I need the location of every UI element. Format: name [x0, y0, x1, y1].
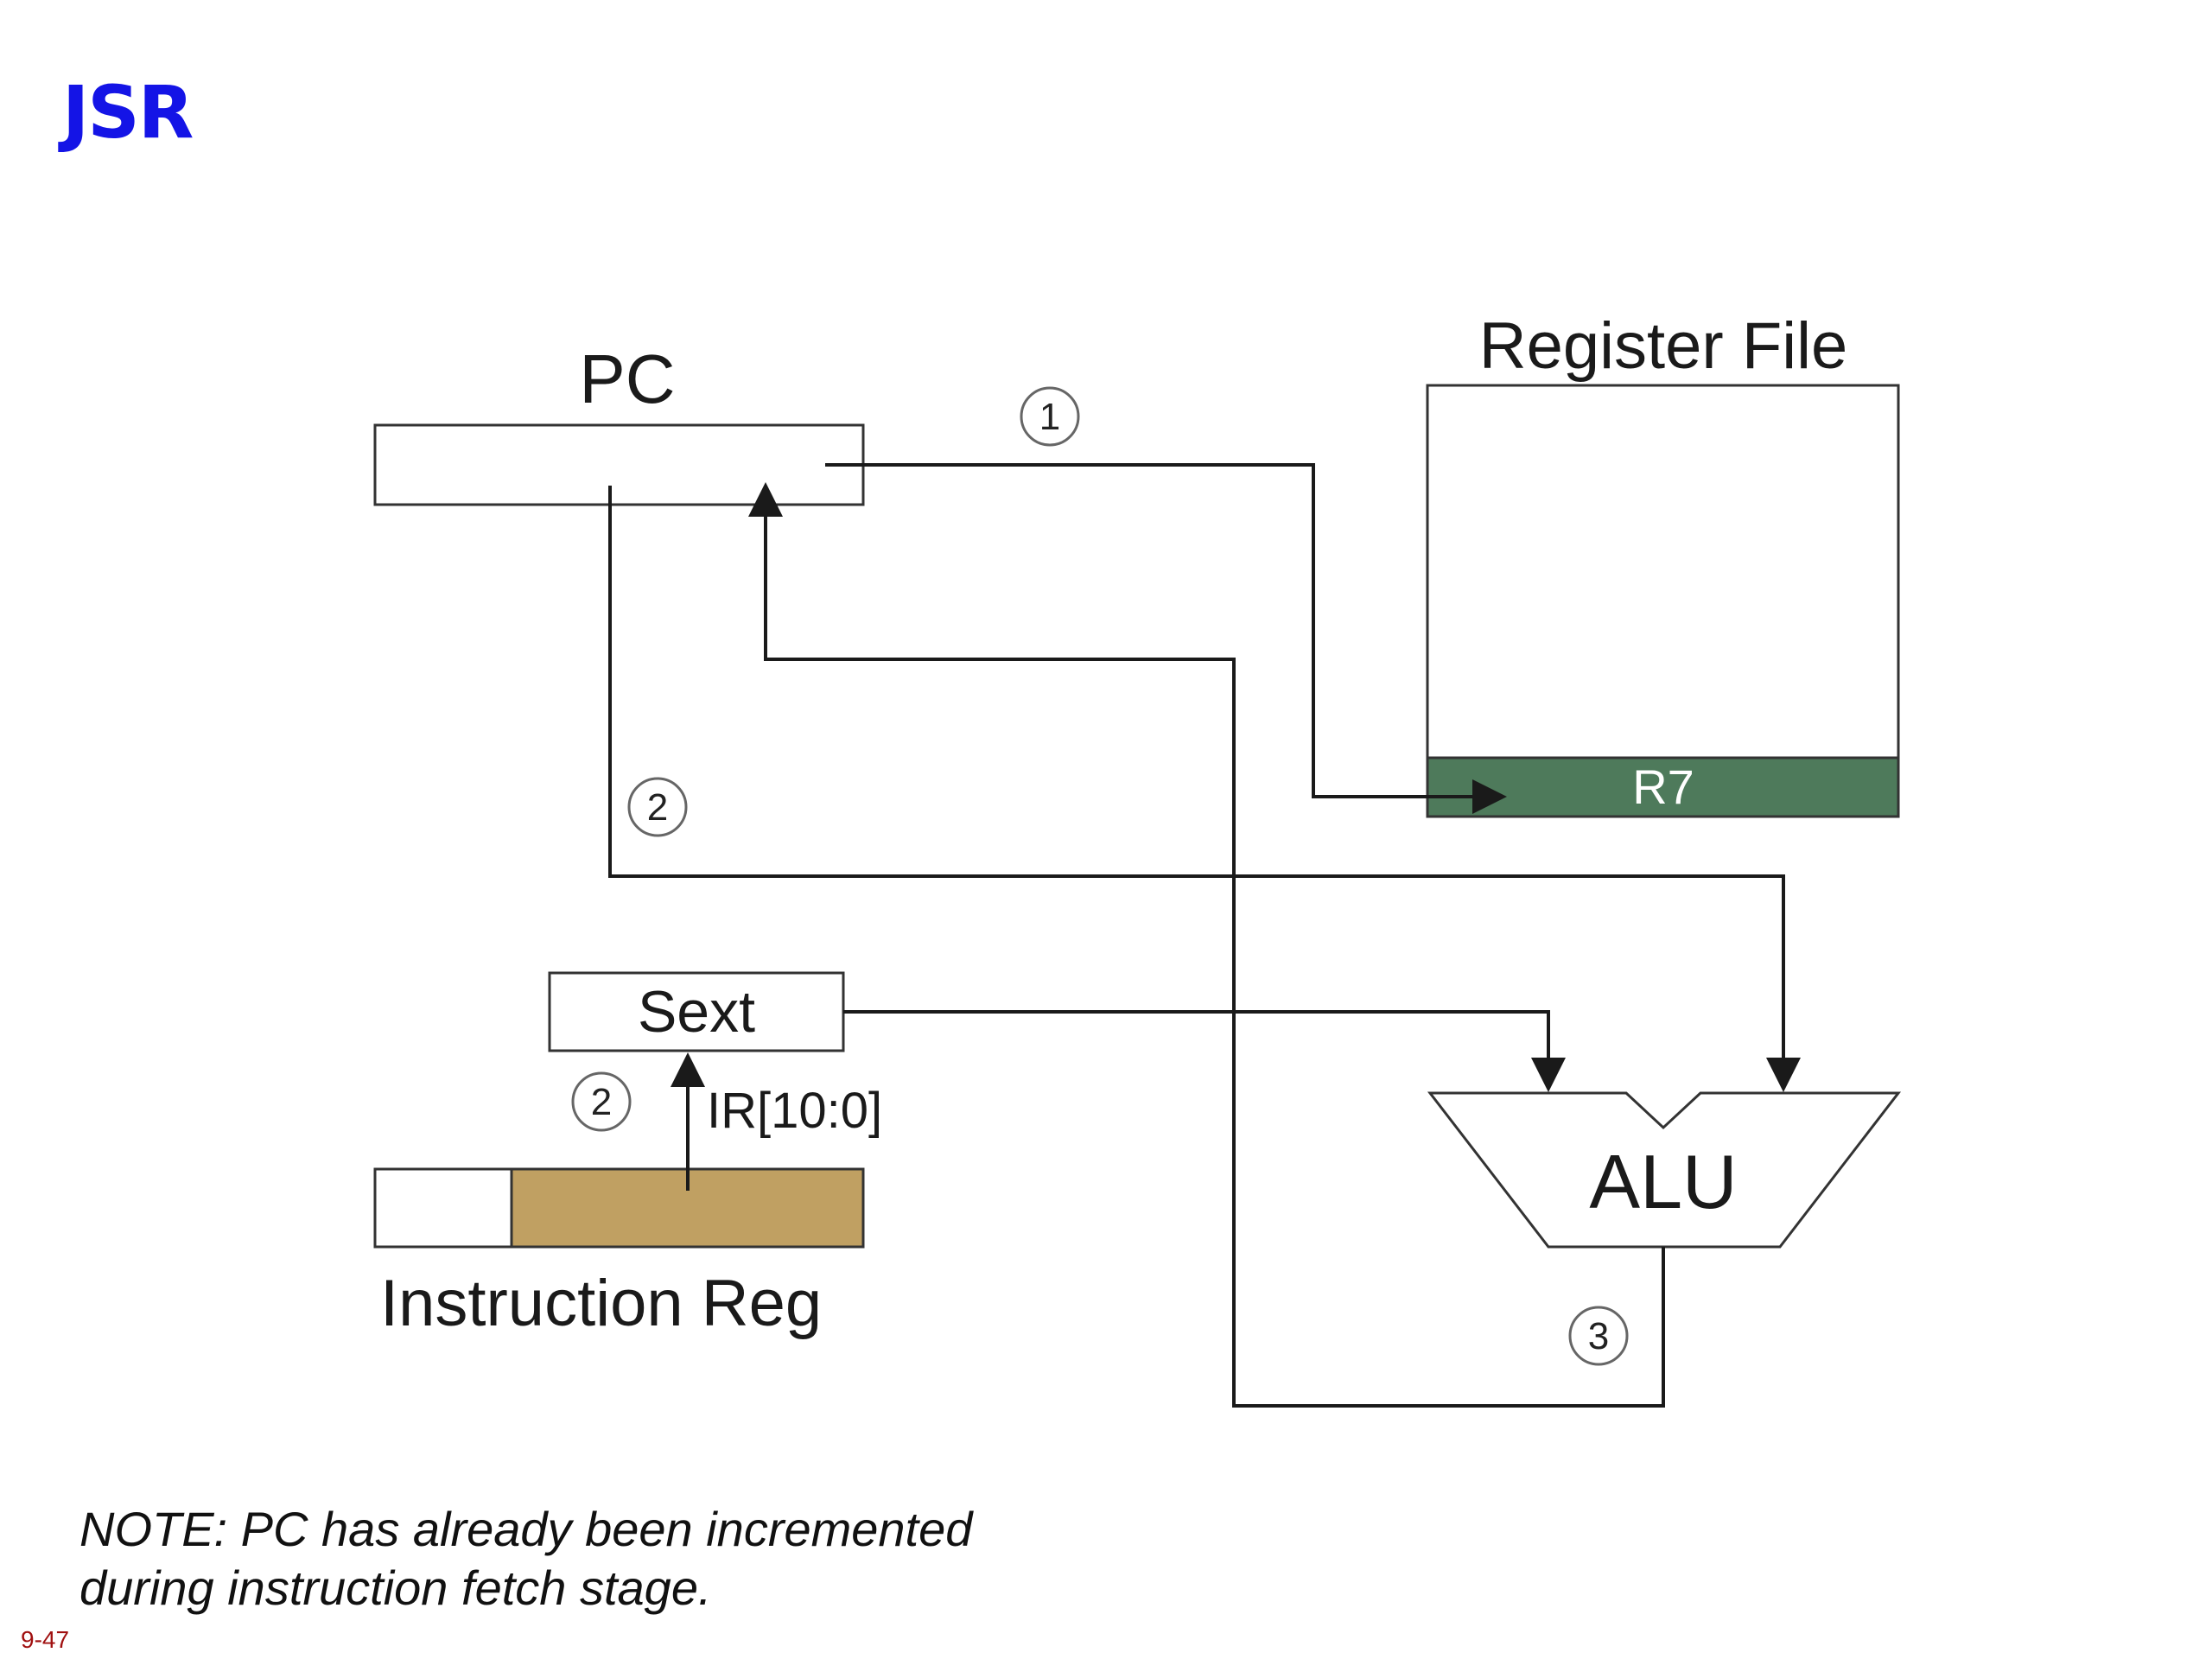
svg-text:1: 1	[1039, 396, 1060, 438]
note-line-1: NOTE: PC has already been incremented	[79, 1502, 973, 1556]
step-marker-3: 3	[1568, 1306, 1629, 1366]
svg-text:3: 3	[1588, 1315, 1609, 1357]
alu	[1427, 1091, 1902, 1249]
pc-label: PC	[579, 340, 675, 417]
ir-bits-label: IR[10:0]	[707, 1083, 882, 1139]
slide-number: 9-47	[21, 1626, 70, 1653]
instruction-reg-opcode-field	[373, 1167, 513, 1249]
r7-label: R7	[1632, 760, 1694, 814]
slide-title: JSR	[62, 70, 194, 155]
step-marker-2-ir: 2	[571, 1071, 632, 1132]
note-text: NOTE: PC has already been incremented du…	[79, 1500, 1289, 1618]
alu-label: ALU	[1589, 1139, 1737, 1224]
register-file-label: Register File	[1479, 309, 1848, 383]
svg-text:2: 2	[591, 1081, 612, 1123]
wire-sext-to-alu	[843, 1010, 1566, 1092]
note-line-2: during instruction fetch stage.	[79, 1560, 712, 1615]
step-marker-2-pc: 2	[627, 777, 688, 837]
instruction-reg-label: Instruction Reg	[380, 1267, 822, 1340]
svg-text:2: 2	[647, 786, 668, 829]
sext-unit	[548, 971, 845, 1052]
step-marker-1: 1	[1020, 386, 1080, 447]
pc-register	[373, 423, 865, 506]
register-file	[1426, 384, 1900, 817]
wire-alu-to-pc	[748, 482, 1665, 1408]
wire-pc-to-alu	[608, 486, 1801, 1092]
sext-label: Sext	[638, 979, 755, 1045]
wire-pc-to-r7	[825, 463, 1507, 814]
